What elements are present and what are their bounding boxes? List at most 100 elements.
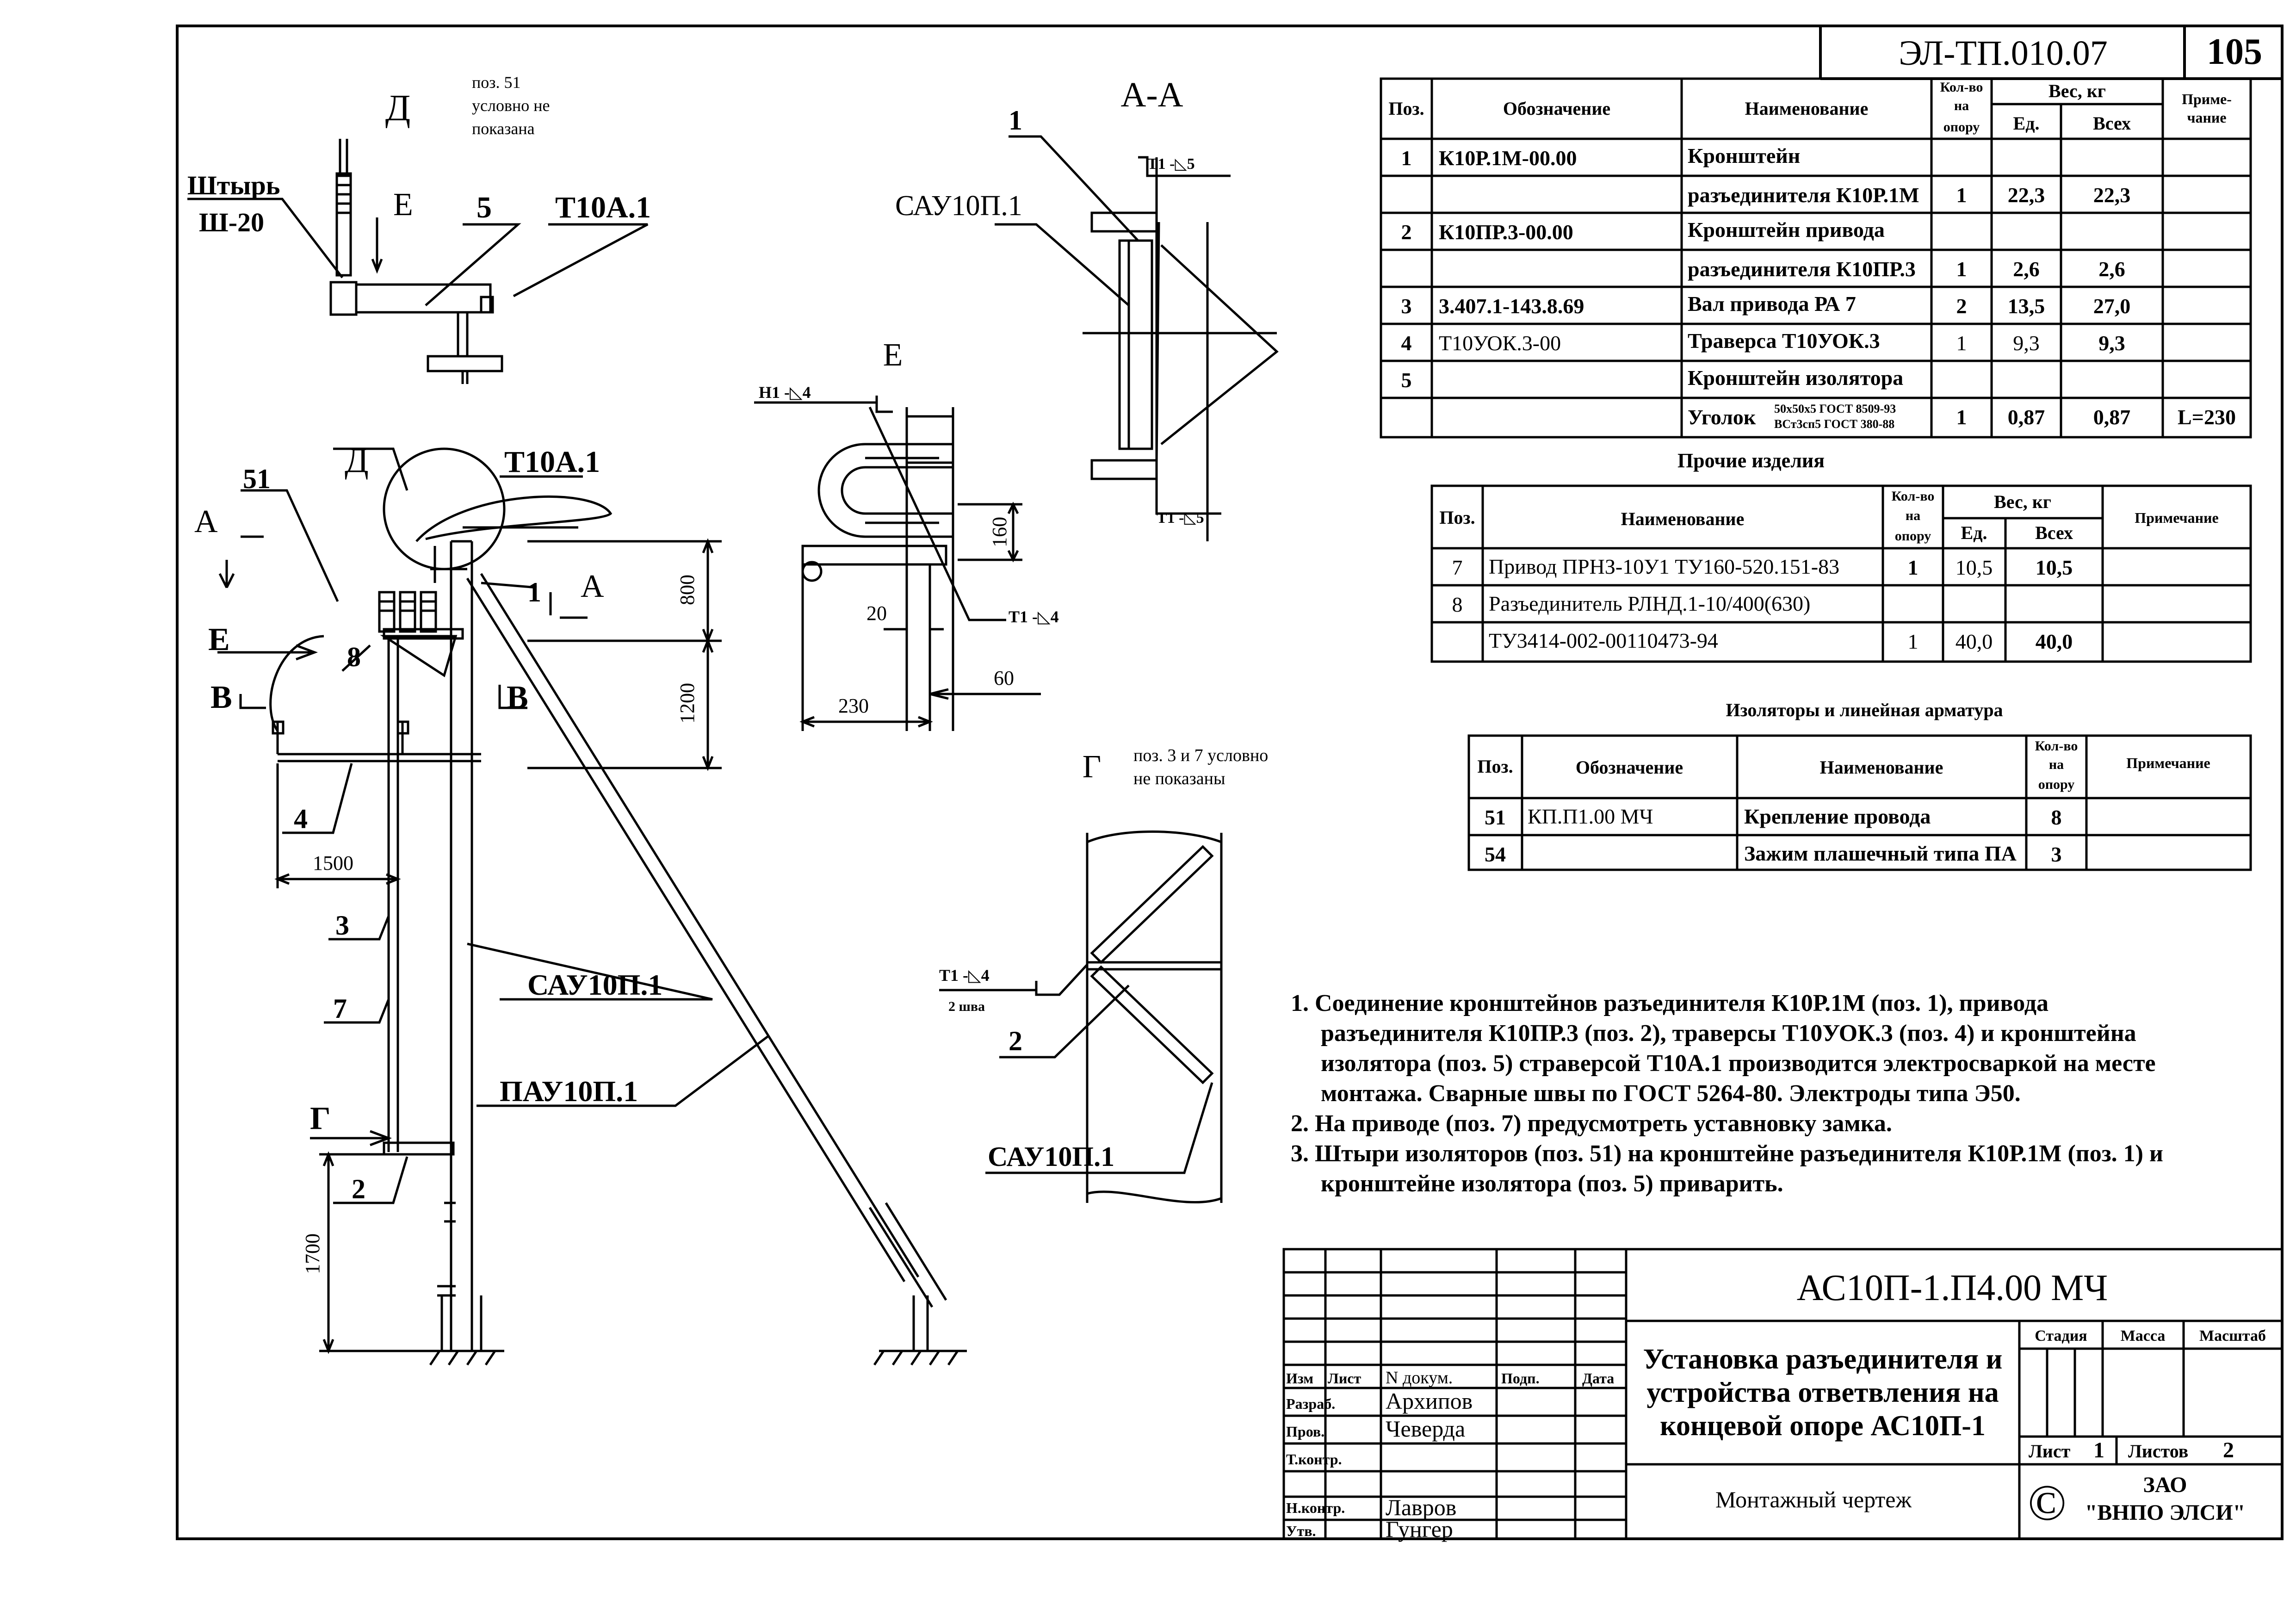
cell-total: 2,6 [2098,257,2125,281]
cell-qty: 1 [1908,630,1918,653]
cell-designation: КП.П1.00 МЧ [1528,805,1653,828]
doc-code: АС10П-1.П4.00 МЧ [1797,1268,2108,1308]
cell-name: Вал привода РА 7 [1688,292,1856,316]
cell-designation: 3.407.1-143.8.69 [1439,294,1584,318]
note-line: 1. Соединение кронштейнов разъединителя … [1291,990,2048,1016]
cell-pos: 51 [1485,805,1506,829]
col-note: Приме- [2182,91,2232,107]
sheet-number: 1 [2093,1438,2104,1462]
callout-pos: 2 [352,1174,365,1204]
cell-qty: 1 [1908,556,1918,579]
cell-name: Траверса Т10УОК.3 [1688,329,1880,353]
col-qty: Кол-во [2035,738,2078,754]
col-total: Всех [2093,113,2131,134]
cell-qty: 3 [2051,842,2062,866]
callout-sau: САУ10П.1 [988,1141,1114,1172]
cell-name: Кронштейн изолятора [1688,366,1903,390]
col-qty: на [1954,98,1969,113]
dimension: 230 [838,694,869,717]
cell-qty: 1 [1956,183,1967,207]
header-stamp: ЭЛ-ТП.010.07 105 [1819,26,2282,80]
sheets-count: 2 [2223,1438,2234,1462]
label-list: Лист [1328,1370,1361,1387]
cell-name: разъединителя К10Р.1М [1688,183,1919,207]
col-pos: Поз. [1477,756,1513,777]
role: Н.контр. [1286,1499,1345,1516]
label-data: Дата [1582,1370,1614,1387]
label-scale: Масштаб [2199,1327,2266,1344]
person: Гунгер [1386,1516,1453,1542]
callout-pos: 7 [333,993,347,1024]
cell-designation: К10Р.1М-00.00 [1439,146,1577,170]
cell-designation: Т10УОК.3-00 [1439,331,1561,355]
table-title: Изоляторы и линейная арматура [1726,700,2003,720]
section-v: В [507,680,528,715]
cell-name-sub: ВСт3сп5 ГОСТ 380-88 [1774,417,1894,431]
callout-pos: 3 [335,910,349,941]
callout-pos: 1 [527,577,541,607]
cell-name: Крепление провода [1744,805,1931,828]
sheet-frame [176,25,2284,1540]
table-title: Прочие изделия [1677,449,1825,472]
cell-name: Зажим плашечный типа ПА [1744,842,2017,865]
dimension: 160 [988,517,1011,547]
cell-pos: 3 [1401,294,1412,318]
cell-name: ТУ3414-002-00110473-94 [1489,629,1718,652]
col-name: Наименование [1820,757,1943,778]
view-d: Д поз. 51 условно не показана Штырь Ш-20… [187,73,651,384]
section-a: А [581,569,604,604]
callout-pos: 1 [1009,105,1022,136]
weld-mark: 2 шва [948,999,985,1014]
col-qty: опору [2038,777,2075,792]
callout-sau: САУ10П.1 [527,968,662,1001]
callout-pos: 2 [1009,1026,1022,1056]
view-title: Е [883,337,903,373]
section-v: В [210,680,232,715]
dimension: 1700 [301,1233,324,1274]
note-line: 3. Штыри изоляторов (поз. 51) на кронште… [1291,1140,2163,1167]
cell-pos: 5 [1401,368,1412,392]
view-e: Е Н1 -◺4 Т1 -◺4 160 20 230 60 [754,337,1059,731]
cell-name: Кронштейн привода [1688,218,1885,242]
cell-total: 9,3 [2098,331,2125,355]
callout-pau: ПАУ10П.1 [500,1075,638,1108]
col-qty: Кол-во [1892,489,1935,504]
col-designation: Обозначение [1576,757,1683,778]
dimension: 60 [994,667,1014,689]
callout-sau: САУ10П.1 [895,190,1022,222]
cell-qty: 8 [2051,805,2062,829]
label-mass: Масса [2121,1327,2166,1344]
insulators-table: Изоляторы и линейная арматура Поз. Обозн… [1467,700,2252,871]
cell-pos: 54 [1485,842,1506,866]
view-note: поз. 51 [472,73,521,92]
company-name: ЗАО [2143,1473,2187,1497]
view-arrow-g: Г [310,1101,331,1136]
weld-mark: Н1 -◺4 [759,383,811,402]
cell-note: L=230 [2178,405,2236,429]
cell-unit: 2,6 [2013,257,2040,281]
role: Пров. [1286,1423,1324,1440]
cell-pos: 2 [1401,220,1412,244]
cell-qty: 1 [1956,331,1967,355]
col-qty: Кол-во [1940,80,1983,95]
view-note: не показаны [1133,769,1225,788]
view-title: Г [1083,749,1101,785]
sheet-code: ЭЛ-ТП.010.07 [1899,34,2108,73]
cell-unit: 10,5 [1956,556,1993,579]
callout-pos: 8 [347,642,361,672]
label-ndoc: N докум. [1386,1368,1453,1388]
dimension: 1500 [313,852,353,874]
note-line: кронштейне изолятора (поз. 5) приварить. [1321,1171,1783,1197]
cell-unit: 22,3 [2008,183,2045,207]
col-pos: Поз. [1439,507,1475,528]
cell-unit: 0,87 [2008,405,2045,429]
cell-name: Кронштейн [1688,144,1800,167]
col-unit: Ед. [2013,113,2040,134]
note-line: изолятора (поз. 5) страверсой Т10А.1 про… [1321,1050,2156,1077]
cell-qty: 1 [1956,257,1967,281]
spec-table: Поз. Обозначение Наименование Кол-во на … [1380,77,2252,439]
col-qty: на [2049,757,2064,772]
col-note: Примечание [2126,755,2210,771]
cell-name: Уголок [1688,405,1756,429]
cell-name: Разъединитель РЛНД.1-10/400(630) [1489,592,1810,615]
